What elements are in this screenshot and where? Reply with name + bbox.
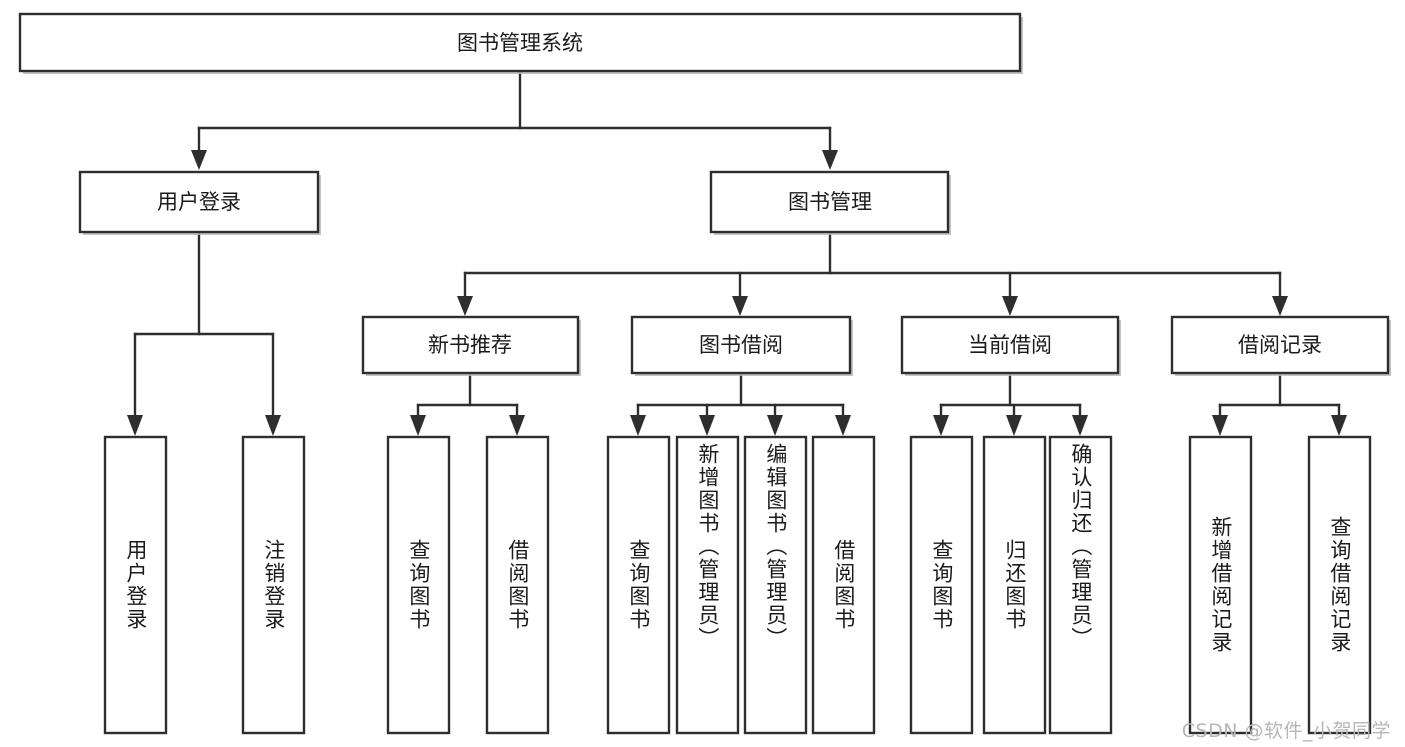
- node-current-borrow-box: [900, 315, 1120, 375]
- node-current-borrow-label: 当前借阅: [968, 333, 1052, 357]
- node-book-manage[interactable]: 图书管理: [709, 170, 951, 235]
- leaf-box-br-query-record[interactable]: [1307, 435, 1372, 735]
- arrow-nb-query: [410, 415, 426, 436]
- node-book-borrow-box: [630, 315, 852, 375]
- arrow-bb-query: [630, 415, 646, 436]
- node-book-manage-label: 图书管理: [788, 190, 872, 214]
- node-book-manage-box: [709, 170, 950, 234]
- node-user-login[interactable]: 用户登录: [78, 170, 321, 235]
- arrow-bb-borrow: [835, 415, 851, 436]
- leaf-box-bb-edit-book[interactable]: [743, 435, 808, 735]
- leaf-box-bb-query-book[interactable]: [606, 435, 671, 735]
- arrow-cb-query: [933, 415, 949, 436]
- arrow-bb-edit: [767, 415, 783, 436]
- arrow-userlogin-c1: [127, 415, 143, 436]
- node-current-borrow[interactable]: 当前借阅: [900, 315, 1121, 376]
- csdn-watermark: CSDN @软件_小贺同学: [1181, 720, 1391, 742]
- arrow-root-to-bookmanage: [822, 150, 838, 170]
- node-book-borrow[interactable]: 图书借阅: [630, 315, 853, 376]
- node-borrow-record-box: [1170, 315, 1390, 375]
- arrow-cb-return: [1006, 415, 1022, 436]
- edges-group: [127, 69, 1347, 436]
- arrow-br-query: [1331, 415, 1347, 436]
- node-root[interactable]: 图书管理系统: [18, 12, 1023, 74]
- leaf-box-nb-borrow-book[interactable]: [485, 435, 550, 735]
- node-user-login-box: [78, 170, 320, 234]
- arrow-bm-newbook: [457, 296, 473, 316]
- arrow-root-to-userlogin: [191, 150, 207, 170]
- leaf-box-bb-borrow-book[interactable]: [811, 435, 876, 735]
- leaf-box-cb-query-book[interactable]: [909, 435, 974, 735]
- arrow-cb-confirm: [1072, 415, 1088, 436]
- arrow-bb-add: [699, 415, 715, 436]
- node-book-borrow-label: 图书借阅: [699, 333, 783, 357]
- arrow-bm-bookborrow: [732, 296, 748, 316]
- leaf-box-user-logout[interactable]: [241, 435, 306, 735]
- leaf-box-user-login-do[interactable]: [103, 435, 168, 735]
- node-new-book-recommend-box: [361, 315, 580, 375]
- leaf-box-bb-add-book[interactable]: [675, 435, 740, 735]
- node-borrow-record[interactable]: 借阅记录: [1170, 315, 1391, 376]
- arrow-bm-borrowrecord: [1272, 296, 1288, 316]
- node-new-book-recommend[interactable]: 新书推荐: [361, 315, 581, 376]
- arrow-nb-borrow: [509, 415, 525, 436]
- leaf-boxes-group: [103, 435, 1372, 735]
- node-borrow-record-label: 借阅记录: [1238, 333, 1322, 357]
- leaf-box-nb-query-book[interactable]: [386, 435, 451, 735]
- leaf-box-cb-confirm-return[interactable]: [1048, 435, 1113, 735]
- node-root-label: 图书管理系统: [457, 31, 583, 55]
- leaf-box-cb-return-book[interactable]: [982, 435, 1047, 735]
- arrow-bm-currentborrow: [1002, 296, 1018, 316]
- arrow-userlogin-c2: [265, 415, 281, 436]
- node-user-login-label: 用户登录: [157, 190, 241, 214]
- node-new-book-recommend-label: 新书推荐: [428, 333, 512, 357]
- node-root-box: [18, 12, 1022, 73]
- leaf-box-br-add-record[interactable]: [1188, 435, 1253, 735]
- arrow-br-add: [1212, 415, 1228, 436]
